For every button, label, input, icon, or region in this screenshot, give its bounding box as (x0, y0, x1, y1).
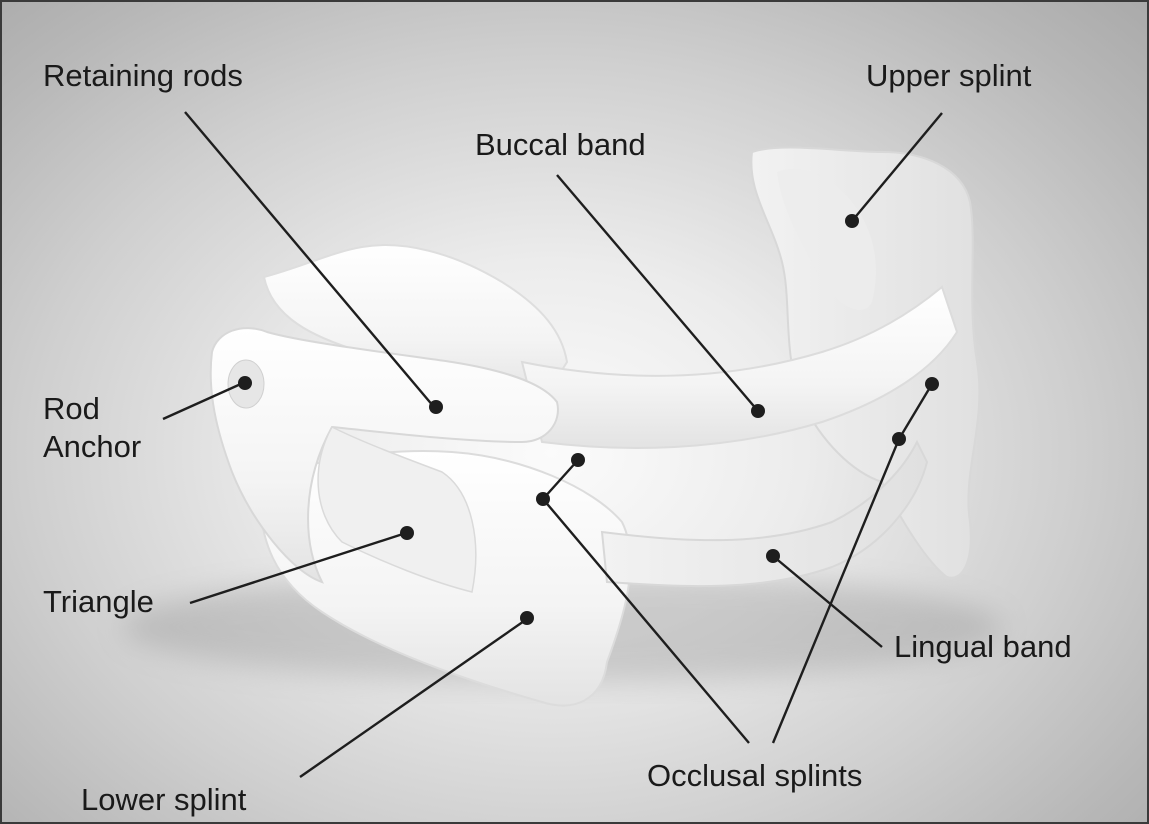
label-rod-anchor: Rod Anchor (43, 390, 141, 466)
label-occlusal-splints: Occlusal splints (647, 757, 862, 795)
dot-lower-splint (520, 611, 534, 625)
label-buccal-band: Buccal band (475, 126, 646, 164)
label-retaining-rods: Retaining rods (43, 57, 243, 95)
label-lingual-band: Lingual band (894, 628, 1072, 666)
dot-retaining-rods (429, 400, 443, 414)
dot-occlusal-3 (892, 432, 906, 446)
dot-rod-anchor (238, 376, 252, 390)
label-triangle: Triangle (43, 583, 154, 621)
label-upper-splint: Upper splint (866, 57, 1031, 95)
dot-lingual-band (766, 549, 780, 563)
dot-occlusal-2 (536, 492, 550, 506)
dot-occlusal-4 (925, 377, 939, 391)
dot-buccal-band (751, 404, 765, 418)
dot-occlusal-1 (571, 453, 585, 467)
label-lower-splint: Lower splint (81, 781, 246, 819)
label-rod-anchor-line1: Rod (43, 390, 141, 428)
dot-triangle (400, 526, 414, 540)
dot-upper-splint (845, 214, 859, 228)
label-rod-anchor-line2: Anchor (43, 428, 141, 466)
